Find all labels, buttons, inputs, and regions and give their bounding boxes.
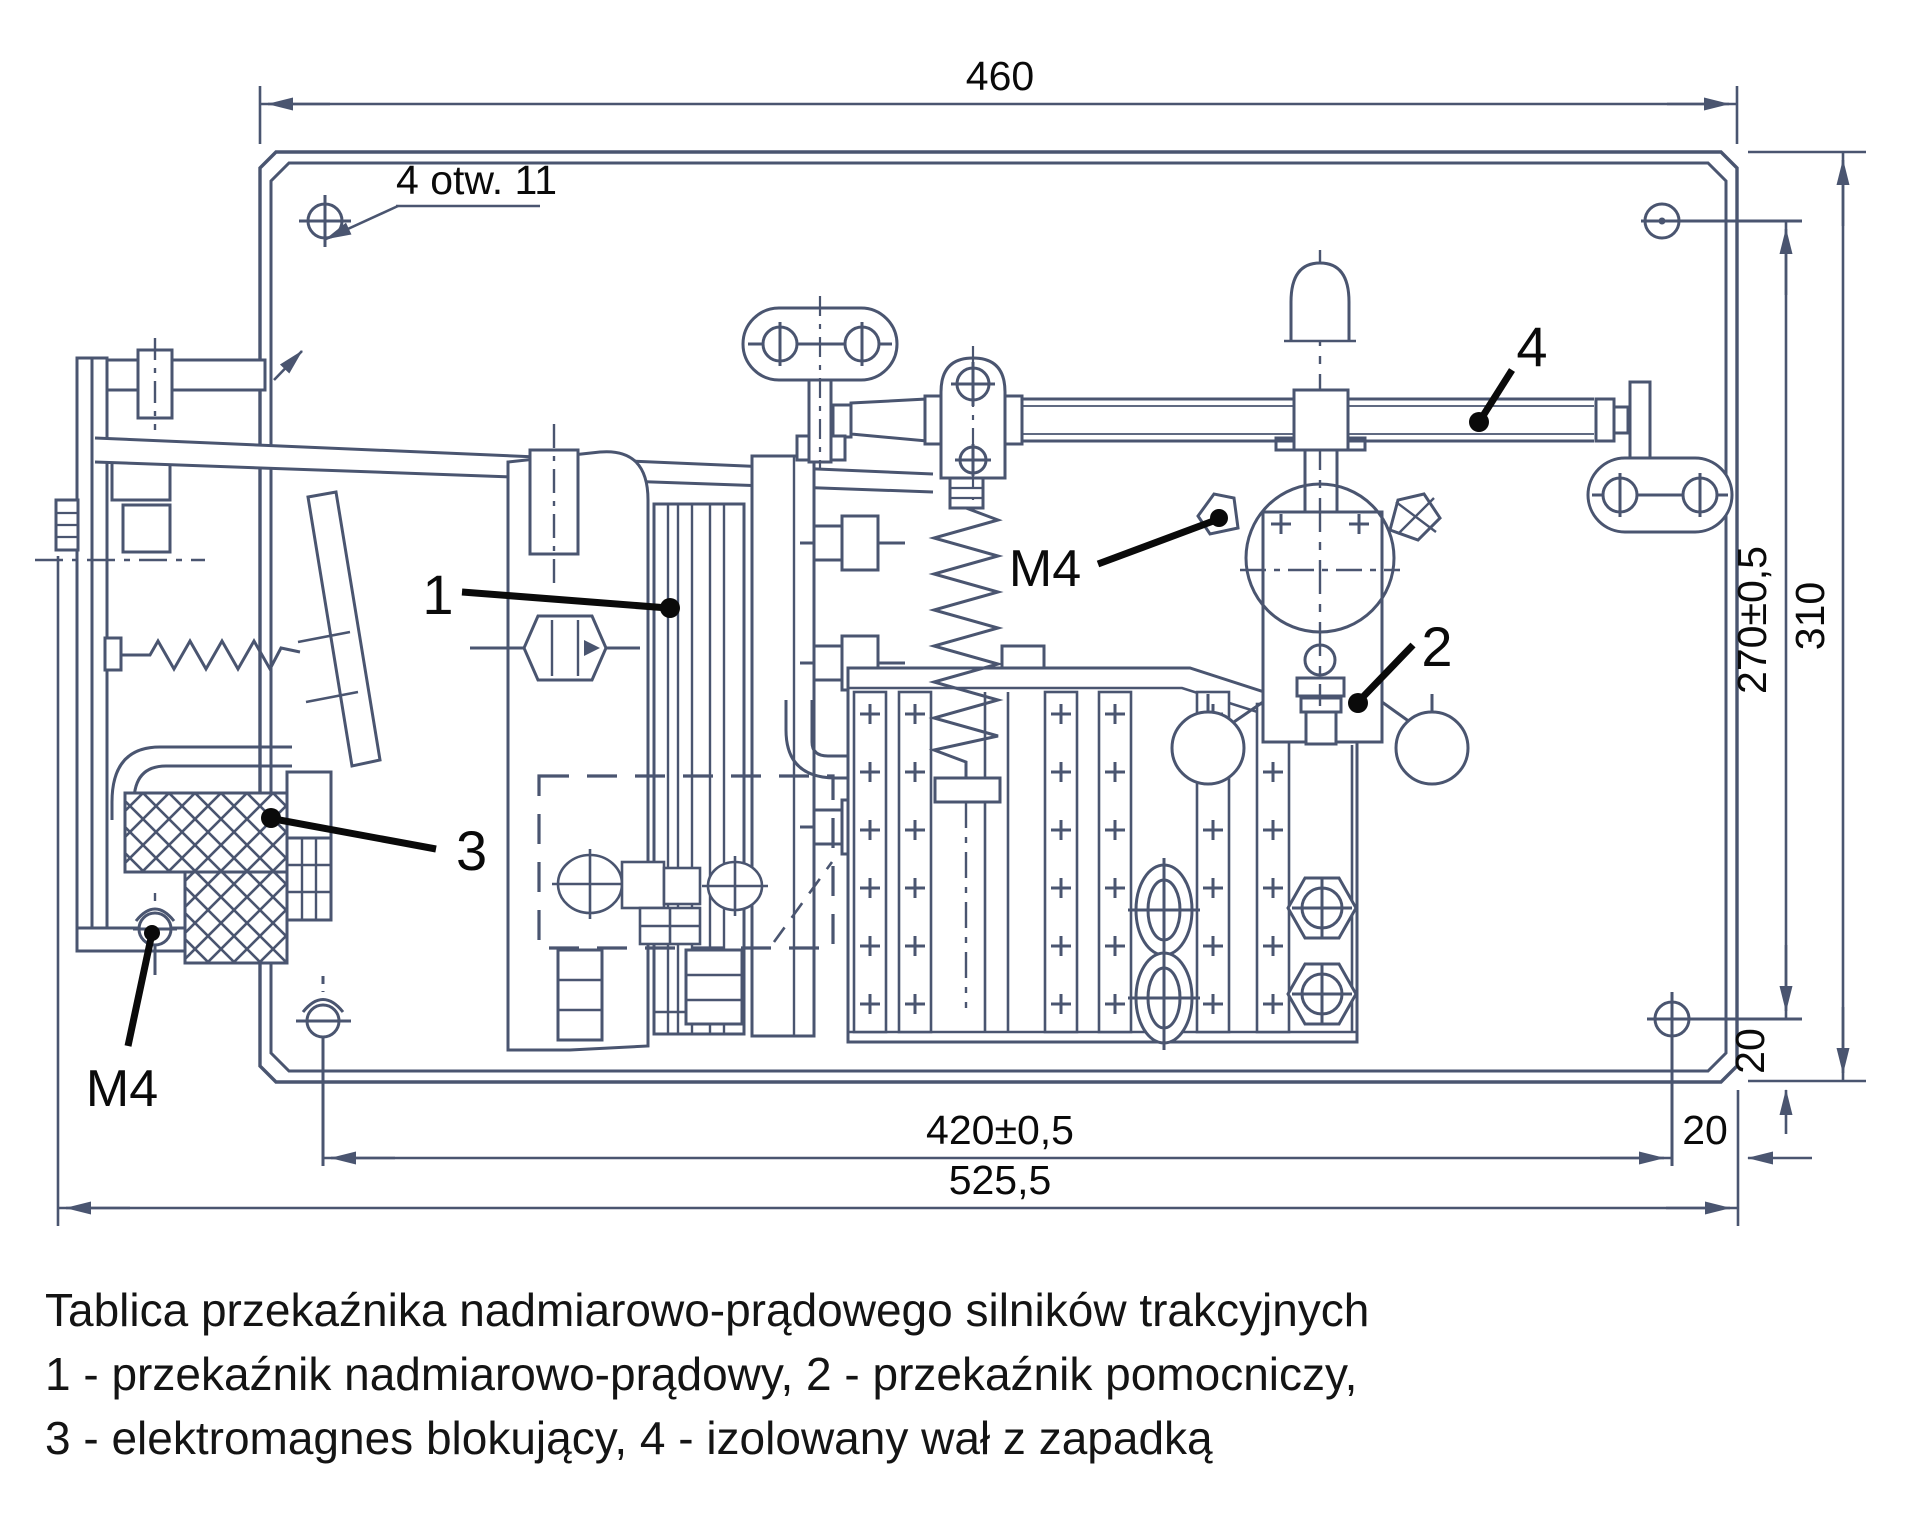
label-m4-left: M4 [86, 925, 160, 1118]
dim-bottom-outer-value: 525,5 [949, 1157, 1052, 1203]
dimension-270: 270±0,5 [1729, 221, 1793, 1019]
electromagnet-assembly [35, 338, 382, 975]
mounting-detail-dashed-box [537, 774, 835, 950]
label-m4-right: M4 [1009, 509, 1228, 598]
insulated-shaft-assembly [741, 261, 1734, 534]
mounting-hole-bottom-right [1647, 992, 1802, 1166]
shaft-top-bracket [741, 296, 899, 470]
relay-right-plate [750, 454, 816, 1038]
shaft-cone [849, 397, 929, 443]
dimension-420: 420±0,5 [323, 1107, 1672, 1165]
adjusting-hex-bolt [470, 614, 640, 682]
panel-inner-edge [269, 161, 1728, 1073]
magnet-support-shoulders [1170, 694, 1470, 786]
shaft-end-cap [1594, 397, 1616, 443]
caption-line3: 3 - elektromagnes blokujący, 4 - izolowa… [45, 1412, 1213, 1464]
left-bracket-base [75, 926, 192, 953]
mounting-hole-bottom-left [296, 976, 351, 1166]
shaft-right-bracket [1586, 456, 1734, 534]
left-top-flange [105, 358, 267, 392]
armature-grid [285, 770, 333, 922]
dim-top-value: 460 [966, 53, 1034, 99]
label-3-text: 3 [456, 819, 487, 882]
holes-callout-label: 4 otw. 11 [396, 157, 557, 203]
standoff-insulators [556, 948, 744, 1042]
bell-crank-right [1394, 710, 1470, 786]
dim-offset-bottom-value: 20 [1682, 1107, 1728, 1153]
label-2-auxiliary-relay: 2 [1348, 615, 1453, 713]
label-m4-left-text: M4 [86, 1060, 158, 1118]
left-block-lower [121, 503, 172, 554]
caption: Tablica przekaźnika nadmiarowo-prądowego… [45, 1284, 1369, 1464]
terminal-strips [852, 690, 1354, 1034]
latch-lever [297, 490, 382, 768]
dimension-20-right: 20 [1727, 1028, 1793, 1134]
label-2-text: 2 [1421, 615, 1452, 678]
dim-right-inner-value: 270±0,5 [1729, 546, 1775, 694]
dimensions: 460 310 270±0,5 20 420±0,5 20 [56, 53, 1866, 1226]
mounting-hole-top-right [1641, 202, 1802, 240]
terminal-hex-nuts [1286, 876, 1358, 1026]
terminal-block-tab [1000, 644, 1046, 670]
overcurrent-relay-assembly [94, 424, 934, 1052]
holes-callout: 4 otw. 11 [273, 157, 557, 381]
label-4-text: 4 [1516, 315, 1547, 378]
dim-bottom-inner-value: 420±0,5 [926, 1107, 1074, 1153]
caption-line2: 1 - przekaźnik nadmiarowo-prądowy, 2 - p… [45, 1348, 1357, 1400]
label-1-overcurrent-relay: 1 [422, 563, 680, 626]
dimension-525: 525,5 [56, 556, 1738, 1226]
label-4-shaft: 4 [1469, 315, 1548, 432]
auxiliary-relay-assembly [846, 250, 1470, 1050]
part-labels: 1 2 3 4 M4 M4 [86, 315, 1548, 1118]
dimension-20-bottom: 20 [1682, 1090, 1812, 1226]
label-3-electromagnet: 3 [261, 808, 487, 882]
dimension-460: 460 [258, 53, 1739, 144]
dim-offset-right-value: 20 [1727, 1028, 1773, 1074]
dimension-310: 310 [1748, 150, 1866, 1083]
label-m4-right-text: M4 [1009, 540, 1081, 598]
caption-title: Tablica przekaźnika nadmiarowo-prądowego… [45, 1284, 1369, 1336]
dim-right-outer-value: 310 [1787, 582, 1833, 650]
tension-spring [928, 476, 1004, 1008]
shaft-hub [1292, 388, 1350, 452]
bell-crank-left [1170, 710, 1246, 786]
terminal-eyelets [1128, 858, 1200, 1050]
horizontal-spring [120, 637, 301, 673]
pawl-clevis [923, 346, 1024, 500]
pawl-dome [1284, 261, 1356, 343]
terminal-bolt-detail [552, 849, 834, 946]
contact-blade-stack [652, 502, 746, 1036]
label-1-text: 1 [422, 563, 453, 626]
